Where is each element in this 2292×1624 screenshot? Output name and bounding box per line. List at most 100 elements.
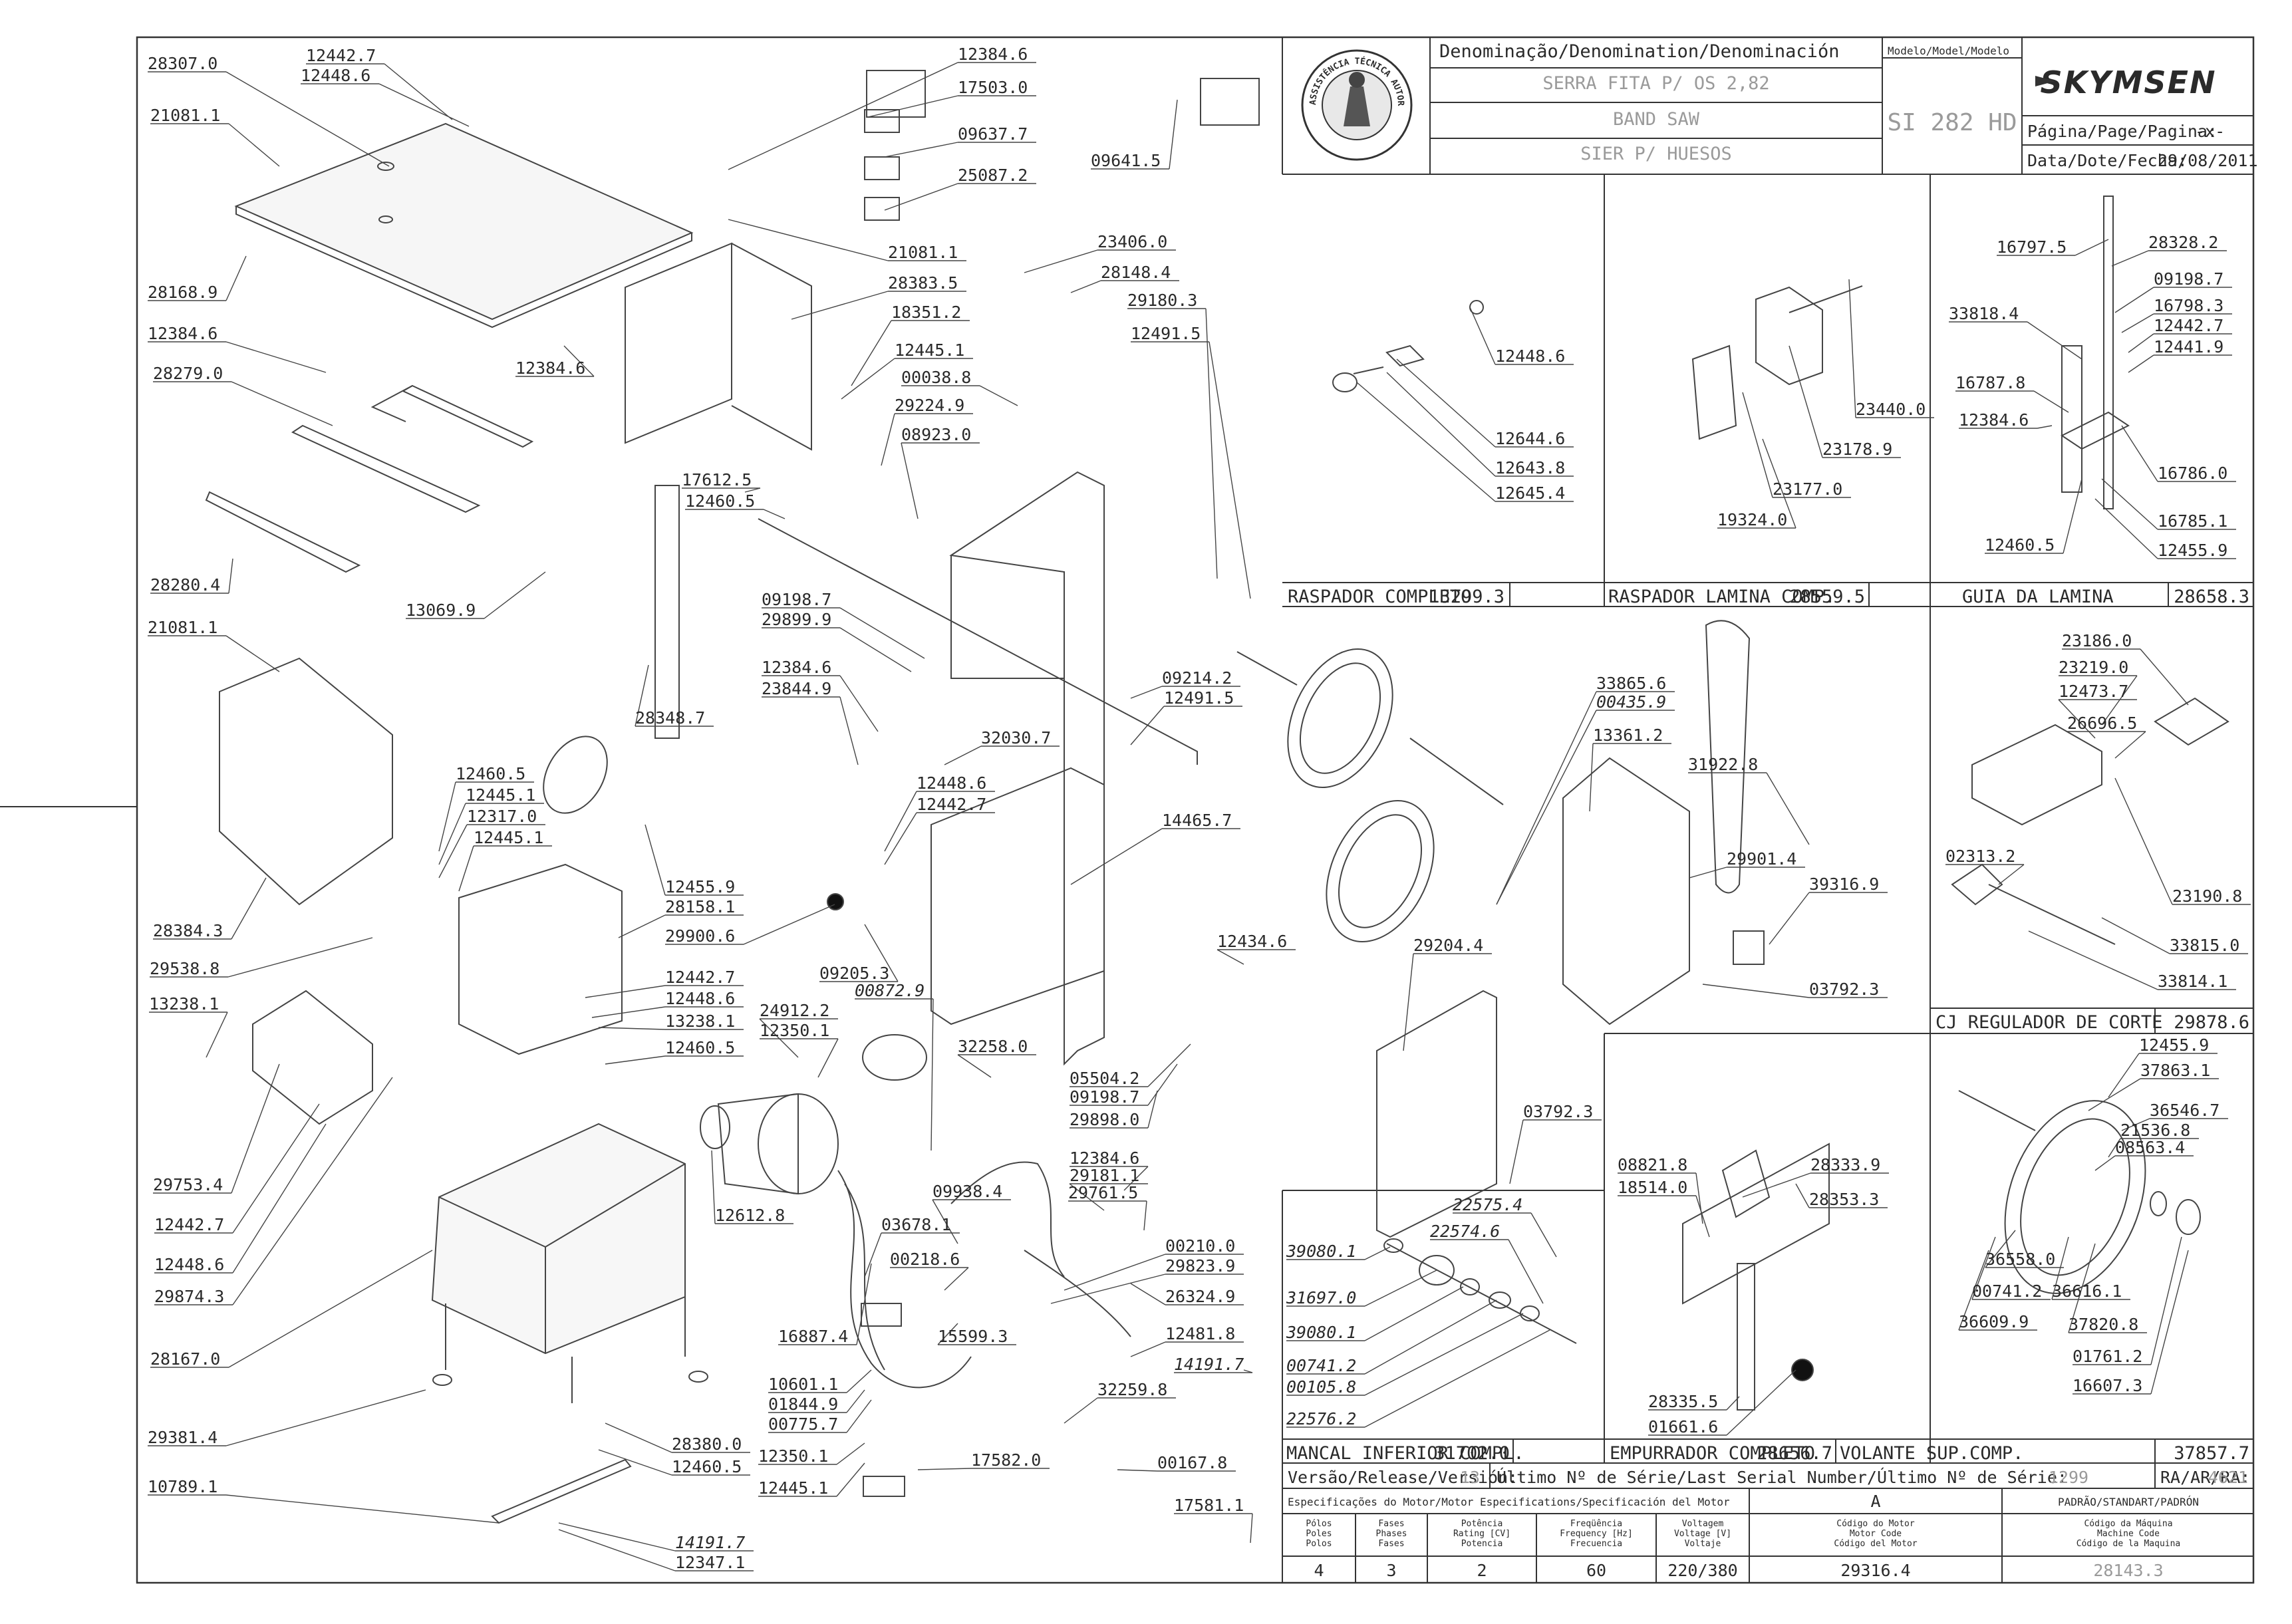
leader-line xyxy=(2027,321,2082,360)
leader-line xyxy=(1848,279,1856,418)
main-part-number: 13361.2 xyxy=(1593,726,1663,745)
main-part-number: 13238.1 xyxy=(149,994,219,1014)
leader-line xyxy=(228,123,280,167)
panel-part-number: 33818.4 xyxy=(1949,304,2019,323)
assembly-title: EMPURRADOR COMPLETO xyxy=(1610,1443,1815,1464)
main-part-number: 12445.1 xyxy=(895,340,964,360)
leader-line xyxy=(225,341,327,373)
leader-line xyxy=(484,571,546,619)
leader-line xyxy=(1998,864,2025,885)
version-label: Versão/Release/Versión: xyxy=(1288,1468,1518,1487)
panel-part-number: 09198.7 xyxy=(2154,269,2223,289)
main-part-number: 10789.1 xyxy=(148,1477,217,1496)
leader-line xyxy=(1530,1212,1557,1258)
leader-line xyxy=(1117,1469,1158,1472)
panel-part-number: 12442.7 xyxy=(2154,316,2223,335)
spec-header-line: Voltaje xyxy=(1685,1539,1721,1549)
main-part-number: 00167.8 xyxy=(1157,1453,1227,1472)
panel-part-number: 22574.6 xyxy=(1430,1222,1500,1241)
main-part-number: 09214.2 xyxy=(1162,668,1232,688)
leader-line xyxy=(605,1055,666,1065)
leader-line xyxy=(2037,425,2053,429)
leader-line xyxy=(2121,313,2154,333)
leader-line xyxy=(1789,345,1823,458)
serial-label: Último Nº de Série/Last Serial Number/Úl… xyxy=(1497,1467,2067,1487)
assembly-title: CJ REGULADOR DE CORTE xyxy=(1935,1012,2162,1033)
leader-line xyxy=(2094,498,2158,559)
leader-line xyxy=(1364,1246,1391,1260)
leader-line xyxy=(1209,341,1251,599)
main-part-number: 29381.4 xyxy=(148,1428,217,1447)
leader-line xyxy=(1024,249,1098,273)
spec-header-line: Frequency [Hz] xyxy=(1560,1529,1633,1539)
leader-lines xyxy=(148,62,2251,1571)
panel-part-number: 28335.5 xyxy=(1648,1392,1718,1411)
main-part-number: 12434.6 xyxy=(1217,932,1287,951)
main-part-number: 12448.6 xyxy=(917,773,986,793)
machine-code-value: 28143.3 xyxy=(2093,1561,2163,1580)
main-part-number: 29753.4 xyxy=(153,1175,223,1194)
main-part-number: 17503.0 xyxy=(958,78,1028,97)
spec-header-line: Potencia xyxy=(1461,1539,1503,1549)
leader-line xyxy=(864,1232,882,1278)
assembly-title: GUIA DA LAMINA xyxy=(1962,587,2114,607)
main-part-number: 21081.1 xyxy=(150,106,220,125)
main-part-number: 32258.0 xyxy=(958,1037,1028,1056)
panel-part-number: 23190.8 xyxy=(2172,886,2242,906)
panel-part-number: 39080.1 xyxy=(1286,1242,1356,1261)
assembly-code: 28559.5 xyxy=(1789,587,1865,607)
leader-line xyxy=(979,385,1018,406)
main-part-number: 09198.7 xyxy=(762,590,831,609)
leader-line xyxy=(2114,777,2173,905)
main-part-number: 28348.7 xyxy=(635,708,705,728)
leader-line xyxy=(1364,1286,1464,1341)
main-part-number: 31922.8 xyxy=(1688,755,1758,774)
leader-line xyxy=(1702,984,1810,998)
main-part-number: 12442.7 xyxy=(917,795,986,814)
main-part-number: 28307.0 xyxy=(148,54,217,73)
main-part-number: 01844.9 xyxy=(768,1395,838,1414)
main-part-number: 12460.5 xyxy=(672,1457,742,1476)
main-part-number: 29899.9 xyxy=(762,610,831,629)
leader-line xyxy=(438,824,468,879)
panel-part-number: 12643.8 xyxy=(1495,458,1565,477)
panel-part-number: 08563.4 xyxy=(2115,1138,2185,1157)
leader-line xyxy=(841,358,895,400)
main-part-number: 28280.4 xyxy=(150,575,220,595)
leader-line xyxy=(1762,438,1796,529)
date-label: Data/Dote/Fecha: xyxy=(2027,151,2188,170)
main-part-number: 09938.4 xyxy=(932,1182,1002,1201)
leader-line xyxy=(1364,1299,1497,1375)
leader-line xyxy=(1364,1270,1437,1307)
leader-line xyxy=(378,83,470,127)
main-part-number: 28168.9 xyxy=(148,283,217,302)
leader-line xyxy=(225,1494,500,1524)
leader-line xyxy=(2033,390,2069,413)
leader-line xyxy=(1123,1166,1149,1191)
panel-part-number: 12384.6 xyxy=(1959,410,2029,430)
main-part-number: 12445.1 xyxy=(758,1478,828,1498)
leader-line xyxy=(937,1323,958,1345)
spec-header-line: Voltagem xyxy=(1682,1519,1724,1529)
leader-line xyxy=(1496,710,1597,905)
leader-line xyxy=(232,1103,320,1234)
leader-line xyxy=(598,1027,666,1030)
panel-part-number: 31697.0 xyxy=(1286,1288,1356,1307)
main-part-number: 12445.1 xyxy=(474,828,543,847)
leader-line xyxy=(884,183,958,211)
leader-line xyxy=(1508,1239,1544,1304)
leader-line xyxy=(1742,1172,1811,1198)
svg-text:SKYMSEN: SKYMSEN xyxy=(2041,65,2217,100)
panel-part-number: 01761.2 xyxy=(2073,1347,2142,1366)
leader-line xyxy=(1064,1397,1098,1424)
main-part-number: 03678.1 xyxy=(881,1215,951,1234)
leader-line xyxy=(591,1006,666,1018)
panel-part-number: 19324.0 xyxy=(1717,510,1787,529)
panel-part-number: 26696.5 xyxy=(2067,714,2137,733)
main-part-number: 29181.1 xyxy=(1070,1166,1139,1185)
leader-line xyxy=(817,1038,839,1078)
leader-line xyxy=(743,904,835,945)
main-part-number: 32030.7 xyxy=(981,728,1051,747)
